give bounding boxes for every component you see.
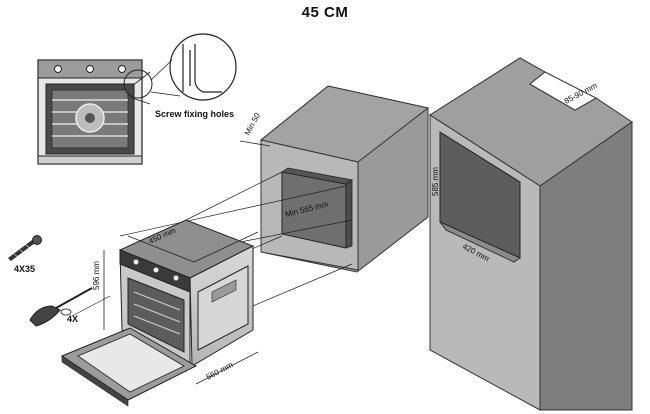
oven-unit xyxy=(60,219,255,407)
diagram-title: 45 CM xyxy=(301,4,349,21)
screw-fixing-holes-label: Screw fixing holes xyxy=(155,109,234,119)
oven-560-dimension: 560 mm xyxy=(205,360,235,382)
screw-icon xyxy=(8,235,42,261)
screws-count-label: 4X35 xyxy=(14,264,35,274)
left-cabinet xyxy=(259,85,430,273)
cabinet-585-dimension: 585 mm xyxy=(431,167,440,196)
oven-front-inset xyxy=(37,59,151,165)
plugs-count-label: 4X xyxy=(67,314,78,324)
right-cabinet xyxy=(429,57,633,411)
screwdriver-icon xyxy=(29,287,111,327)
oven-dimension-lines xyxy=(103,231,259,385)
oven-596-dimension: 596 mm xyxy=(92,261,101,290)
screw-hole-magnifier xyxy=(123,33,237,101)
min-50-dimension: Min 50 xyxy=(243,111,262,137)
